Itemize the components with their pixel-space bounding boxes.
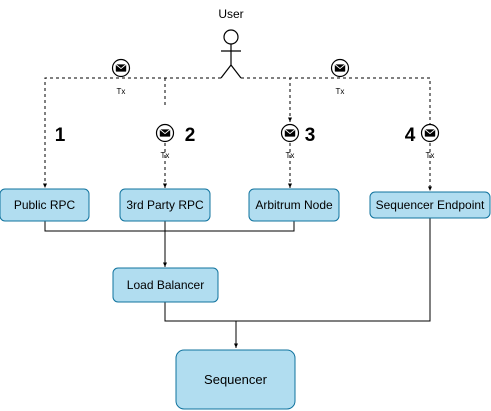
step-number-2: 2: [185, 125, 196, 146]
user-label: User: [218, 7, 243, 21]
tx-label: Tx: [117, 87, 126, 96]
envelope-icon: [155, 123, 175, 143]
tx-flow-lines: [43, 77, 432, 191]
node-arbitrum-node: Arbitrum Node: [248, 188, 340, 222]
node-3rd-party-rpc-label: 3rd Party RPC: [126, 198, 204, 212]
envelope-icon: [330, 58, 350, 78]
node-sequencer: Sequencer: [175, 349, 296, 410]
tx-flow-public-rpc: [43, 77, 221, 188]
tx-label: Tx: [426, 151, 435, 160]
envelope-icon: [280, 123, 300, 143]
connector-public-rpc-to-merge: [44, 221, 165, 232]
tx-marker-arbitrum-node: Tx: [280, 123, 300, 160]
node-3rd-party-rpc: 3rd Party RPC: [119, 188, 211, 222]
connector-lines: [44, 218, 431, 348]
tx-marker-public-rpc: Tx: [111, 58, 131, 96]
node-load-balancer-label: Load Balancer: [127, 278, 204, 292]
tx-label: Tx: [286, 151, 295, 160]
node-sequencer-label: Sequencer: [204, 372, 268, 387]
connector-arbitrum-to-merge: [165, 221, 295, 232]
envelope-icon: [111, 58, 131, 78]
step-number-4: 4: [405, 125, 416, 146]
step-number-1: 1: [55, 125, 66, 146]
node-public-rpc: Public RPC: [0, 188, 90, 222]
tx-marker-sequencer-endpoint: Tx: [420, 123, 440, 160]
node-sequencer-endpoint-label: Sequencer Endpoint: [376, 198, 485, 212]
tx-flow-sequencer-endpoint: [241, 77, 431, 124]
node-public-rpc-label: Public RPC: [14, 198, 76, 212]
tx-marker-sequencer-endpoint-top: Tx: [330, 58, 350, 96]
node-arbitrum-node-label: Arbitrum Node: [255, 198, 333, 212]
tx-marker-3rd-party-rpc: Tx: [155, 123, 175, 160]
user-actor-icon: [220, 29, 242, 79]
node-load-balancer: Load Balancer: [112, 267, 219, 303]
envelope-icon: [420, 123, 440, 143]
node-sequencer-endpoint: Sequencer Endpoint: [369, 191, 491, 219]
tx-label: Tx: [336, 87, 345, 96]
connector-endpoint-to-sequencer: [236, 218, 431, 322]
step-number-3: 3: [305, 125, 316, 146]
tx-flow-arbitrum-node: [241, 77, 292, 122]
tx-label: Tx: [161, 151, 170, 160]
connector-load-balancer-to-sequencer: [164, 302, 236, 322]
